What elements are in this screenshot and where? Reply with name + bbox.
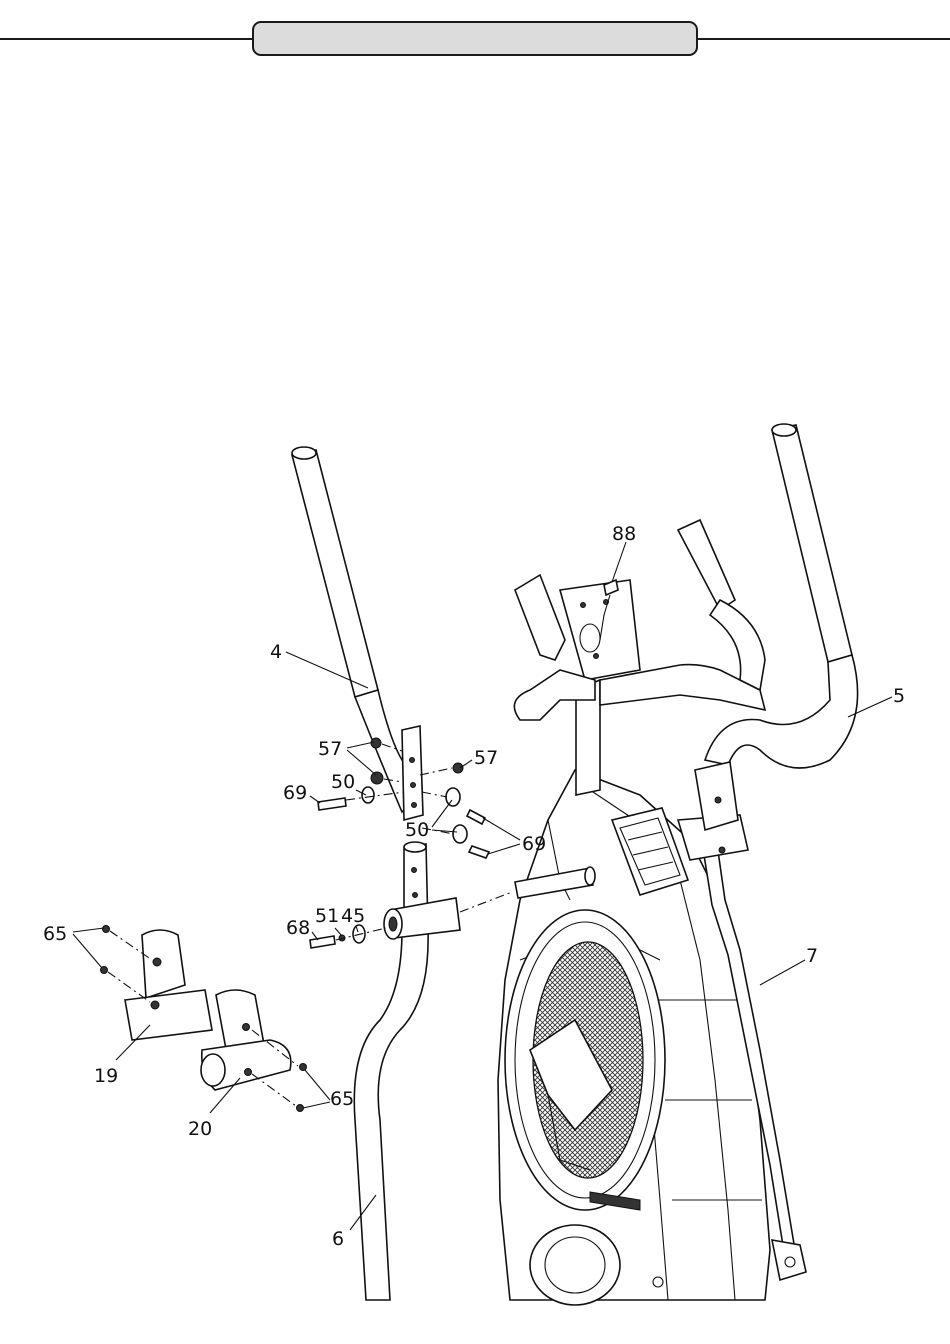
leader-51 bbox=[335, 928, 342, 936]
label-part-69-right: 69 bbox=[522, 833, 546, 855]
label-part-57-left: 57 bbox=[318, 738, 342, 760]
label-part-50-left: 50 bbox=[331, 771, 355, 793]
lower-arm bbox=[354, 842, 460, 1300]
right-handle-arm bbox=[695, 424, 858, 830]
leader-50b-1 bbox=[432, 800, 452, 827]
label-part-20: 20 bbox=[188, 1118, 212, 1140]
label-part-57-right: 57 bbox=[474, 747, 498, 769]
leader-7 bbox=[760, 960, 805, 985]
label-part-69-left: 69 bbox=[283, 782, 307, 804]
leader-69b-2 bbox=[488, 844, 520, 854]
label-part-68: 68 bbox=[286, 917, 310, 939]
leader-69b-1 bbox=[483, 818, 520, 840]
leader-65b-2 bbox=[303, 1102, 330, 1108]
leader-65b-1 bbox=[305, 1070, 330, 1100]
leader-88 bbox=[612, 542, 626, 582]
label-part-19: 19 bbox=[94, 1065, 118, 1087]
leader-57b bbox=[460, 760, 472, 768]
label-part-65-right: 65 bbox=[330, 1088, 354, 1110]
label-part-7: 7 bbox=[806, 945, 818, 967]
leader-69a bbox=[310, 796, 320, 803]
label-part-45: 45 bbox=[341, 905, 365, 927]
label-part-51: 51 bbox=[315, 905, 339, 927]
leader-65a-1 bbox=[73, 928, 104, 932]
leader-65a-2 bbox=[73, 934, 102, 968]
label-part-6: 6 bbox=[332, 1228, 344, 1250]
flywheel-cover bbox=[505, 910, 665, 1210]
label-part-5: 5 bbox=[893, 685, 905, 707]
label-part-50-right: 50 bbox=[405, 819, 429, 841]
leader-57a-1 bbox=[347, 742, 374, 748]
label-part-65-left: 65 bbox=[43, 923, 67, 945]
label-part-4: 4 bbox=[270, 641, 282, 663]
label-part-88: 88 bbox=[612, 523, 636, 545]
left-handle-arm bbox=[292, 447, 423, 820]
static-handlebar bbox=[514, 520, 765, 720]
cover-20 bbox=[201, 990, 291, 1090]
cover-19 bbox=[125, 930, 212, 1040]
